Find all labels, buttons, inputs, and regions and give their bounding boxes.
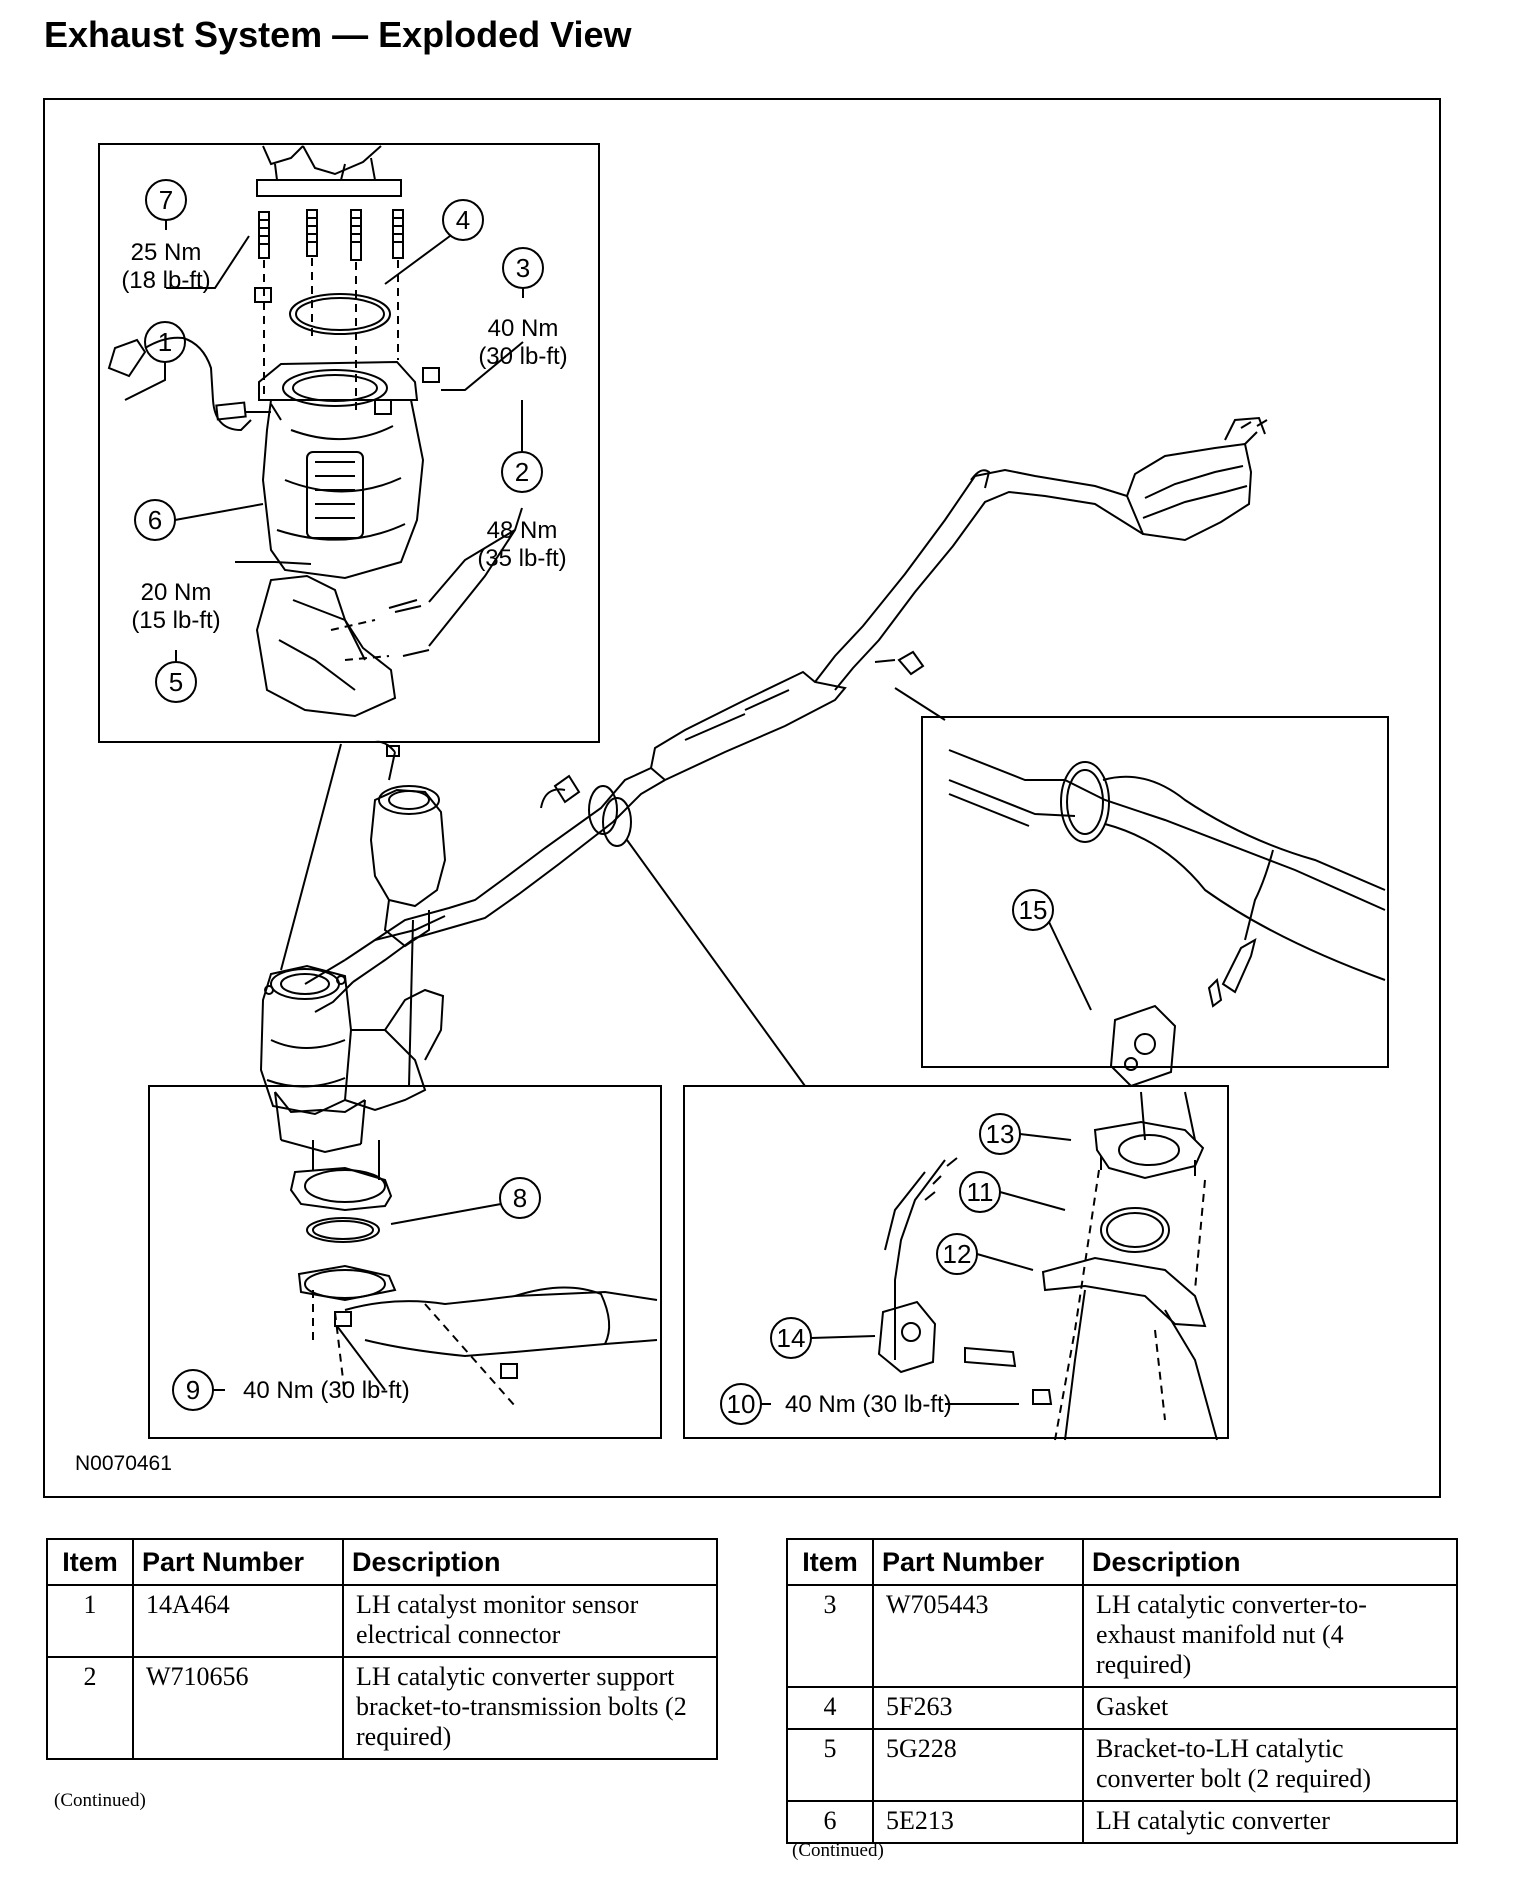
torque-3-lbft: (30 lb-ft) <box>478 343 567 370</box>
callout-12: 12 <box>943 1239 972 1269</box>
torque-5-lbft: (15 lb-ft) <box>131 607 220 634</box>
torque-7-lbft: (18 lb-ft) <box>121 267 210 294</box>
parts-table-right: Item Part Number Description 3 W705443 L… <box>786 1538 1458 1844</box>
page-title: Exhaust System — Exploded View <box>44 14 632 55</box>
exploded-view-figure: 1 2 3 4 5 6 7 8 9 10 11 12 13 14 15 25 N… <box>43 98 1441 1498</box>
header-part-number: Part Number <box>872 1538 1084 1586</box>
cell-item: 1 <box>46 1584 134 1658</box>
joint-detail-art <box>877 1091 1218 1441</box>
cell-part-number: W705443 <box>872 1584 1084 1688</box>
cell-description: LH catalytic converter-to-exhaust manifo… <box>1082 1584 1458 1688</box>
torque-10: 40 Nm (30 lb-ft) <box>785 1391 952 1418</box>
callout-3: 3 <box>516 253 530 283</box>
converter-detail-art <box>107 145 440 718</box>
leader-lines <box>280 687 946 1087</box>
cell-item: 4 <box>786 1686 874 1730</box>
torque-9: 40 Nm (30 lb-ft) <box>243 1377 410 1404</box>
figure-id: N0070461 <box>75 1452 172 1475</box>
torque-5-nm: 20 Nm <box>141 579 212 606</box>
continued-note-right: (Continued) <box>792 1840 884 1861</box>
callout-8: 8 <box>513 1183 527 1213</box>
callout-leaders <box>124 220 1092 1405</box>
cell-item: 2 <box>46 1656 134 1760</box>
header-description: Description <box>1082 1538 1458 1586</box>
cell-part-number: 14A464 <box>132 1584 344 1658</box>
cell-item: 5 <box>786 1728 874 1802</box>
torque-7-nm: 25 Nm <box>131 239 202 266</box>
callout-1: 1 <box>158 327 172 357</box>
cell-part-number: W710656 <box>132 1656 344 1760</box>
cell-part-number: 5G228 <box>872 1728 1084 1802</box>
callout-5: 5 <box>169 667 183 697</box>
callout-10: 10 <box>727 1389 756 1419</box>
callout-7: 7 <box>159 185 173 215</box>
cell-description: LH catalytic converter support bracket-t… <box>342 1656 718 1760</box>
cell-part-number: 5E213 <box>872 1800 1084 1844</box>
detail-box-converter <box>98 143 600 743</box>
callout-14: 14 <box>777 1323 806 1353</box>
table-header-row: Item Part Number Description <box>46 1538 718 1586</box>
torque-2-lbft: (35 lb-ft) <box>477 545 566 572</box>
torque-2-nm: 48 Nm <box>487 517 558 544</box>
exhaust-assembly-art <box>259 416 1268 1116</box>
header-item: Item <box>46 1538 134 1586</box>
cell-description: LH catalytic converter <box>1082 1800 1458 1844</box>
hanger-detail-art <box>948 749 1386 1088</box>
cell-description: Bracket-to-LH catalytic converter bolt (… <box>1082 1728 1458 1802</box>
table-row: 4 5F263 Gasket <box>786 1686 1458 1730</box>
flange-detail-art <box>274 1091 658 1407</box>
parts-table-left: Item Part Number Description 1 14A464 LH… <box>46 1538 718 1760</box>
callout-15: 15 <box>1019 895 1048 925</box>
header-part-number: Part Number <box>132 1538 344 1586</box>
cell-item: 3 <box>786 1584 874 1688</box>
header-item: Item <box>786 1538 874 1586</box>
detail-box-flange <box>148 1085 662 1439</box>
detail-box-hanger <box>921 716 1389 1068</box>
table-row: 6 5E213 LH catalytic converter <box>786 1800 1458 1844</box>
cell-part-number: 5F263 <box>872 1686 1084 1730</box>
callout-6: 6 <box>148 505 162 535</box>
callout-11: 11 <box>967 1177 994 1207</box>
detail-box-joint <box>683 1085 1229 1439</box>
table-header-row: Item Part Number Description <box>786 1538 1458 1586</box>
callout-circles <box>134 179 1054 1425</box>
header-description: Description <box>342 1538 718 1586</box>
table-row: 5 5G228 Bracket-to-LH catalytic converte… <box>786 1728 1458 1802</box>
torque-3-nm: 40 Nm <box>488 315 559 342</box>
table-row: 1 14A464 LH catalyst monitor sensor elec… <box>46 1584 718 1658</box>
callout-2: 2 <box>515 457 529 487</box>
table-row: 2 W710656 LH catalytic converter support… <box>46 1656 718 1760</box>
cell-item: 6 <box>786 1800 874 1844</box>
exhaust-illustration: 1 2 3 4 5 6 7 8 9 10 11 12 13 14 15 25 N… <box>75 143 1389 1475</box>
cell-description: LH catalyst monitor sensor electrical co… <box>342 1584 718 1658</box>
callout-9: 9 <box>186 1375 200 1405</box>
callout-4: 4 <box>456 205 470 235</box>
cell-description: Gasket <box>1082 1686 1458 1730</box>
continued-note-left: (Continued) <box>54 1790 146 1811</box>
callout-13: 13 <box>986 1119 1015 1149</box>
table-row: 3 W705443 LH catalytic converter-to-exha… <box>786 1584 1458 1688</box>
